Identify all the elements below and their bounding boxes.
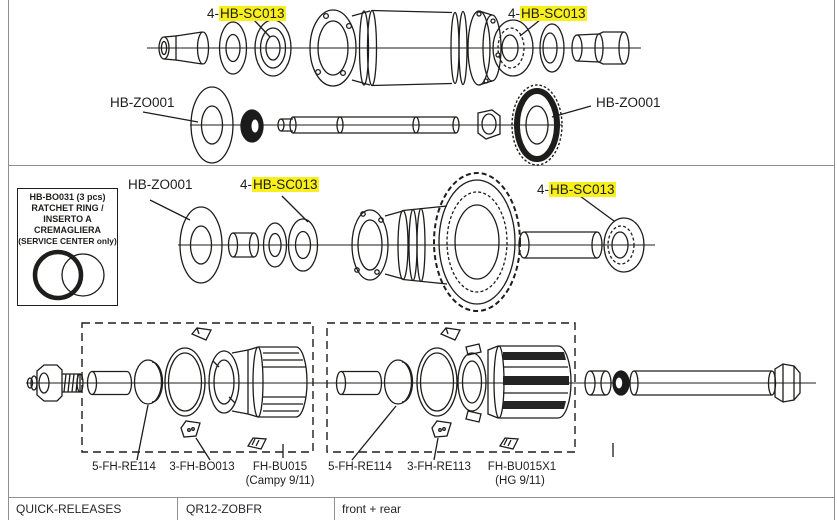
- leader-campy-pawl: [195, 437, 211, 461]
- part-label-campy-body-sub: (Campy 9/11): [245, 475, 315, 487]
- leader-rear-bearing-right: [579, 195, 615, 222]
- part-code-highlighted: HB-SC013: [252, 177, 319, 192]
- part-code-highlighted: HB-SC013: [520, 6, 587, 21]
- ratchet-ring-info-box: HB-BO031 (3 pcs) RATCHET RING / INSERTO …: [17, 188, 118, 306]
- info-box-line2: INSERTO A: [43, 214, 92, 224]
- part-label-rear-bearing-left: 4-HB-SC013: [240, 177, 319, 192]
- info-box-title: HB-BO031 (3 pcs): [29, 192, 106, 202]
- page-frame: [8, 0, 835, 520]
- rear-dust-cap: [179, 206, 223, 284]
- campy-pawl-spring: [246, 437, 268, 450]
- part-label-hg-pawl: 3-FH-RE113: [407, 461, 471, 473]
- rear-hub-body: [351, 172, 521, 312]
- table-cell-code: QR12-ZOBFR: [186, 502, 263, 516]
- part-code-highlighted: HB-SC013: [219, 6, 286, 21]
- part-label-hg-body: FH-BU015X1: [487, 461, 557, 473]
- part-label-front-bearing-right: 4-HB-SC013: [508, 6, 587, 21]
- part-label-campy-seal: 5-FH-RE114: [92, 461, 156, 473]
- rear-spacer-cylinder: [227, 232, 260, 258]
- leader-rear-dustcap: [149, 199, 191, 221]
- rear-spacer-ring: [584, 370, 612, 396]
- part-label-campy-pawl: 3-FH-BO013: [169, 461, 235, 473]
- part-label-rear-bearing-right: 4-HB-SC013: [537, 182, 616, 197]
- part-label-hg-seal: 5-FH-RE114: [328, 461, 392, 473]
- part-label-campy-body: FH-BU015: [252, 461, 308, 473]
- campy-seal: [133, 359, 164, 405]
- hg-freehub-body: [457, 343, 572, 423]
- front-hub-bearing-row: [147, 9, 641, 87]
- leader-hg-pawl: [433, 437, 439, 461]
- leader-front-dustcap-right: [551, 105, 592, 118]
- rear-axle-tube: [518, 231, 603, 259]
- part-prefix: 4-: [207, 6, 220, 21]
- leader-front-dustcap-left: [142, 111, 199, 123]
- leader-front-bearing-right: [519, 19, 541, 37]
- hg-seal-ring: [416, 347, 458, 417]
- hg-pawl-spring: [498, 437, 520, 450]
- leader-rear-bearing-left: [281, 195, 309, 223]
- hg-freehub-box: [326, 322, 576, 453]
- hg-pawl-top: [439, 327, 461, 341]
- front-washer-right: [539, 23, 565, 73]
- front-dust-cap-left: [190, 86, 234, 164]
- campy-seal-ring: [164, 347, 206, 417]
- campy-pawl-top: [190, 327, 212, 341]
- table-cell-category: QUICK-RELEASES: [16, 502, 122, 516]
- campy-freehub-body: [208, 346, 308, 418]
- leader-front-bearing-left: [253, 19, 271, 38]
- part-code-highlighted: HB-SC013: [549, 182, 616, 197]
- part-prefix: 4-: [508, 6, 521, 21]
- front-end-cap-left: [158, 31, 210, 65]
- front-hub-axle-row: [142, 84, 592, 166]
- part-label-rear-dustcap: HB-ZO001: [128, 177, 193, 192]
- front-washer-left: [218, 21, 248, 75]
- rear-bearing-right: [603, 217, 645, 273]
- front-serrated-washer: [511, 84, 563, 166]
- front-axle-nut: [477, 109, 501, 140]
- part-label-hg-body-sub: (HG 9/11): [495, 475, 545, 487]
- freehub-row: [26, 322, 816, 461]
- part-label-front-dustcap-right: HB-ZO001: [596, 95, 661, 110]
- hg-pawl-bottom: [431, 420, 452, 438]
- hg-spacer: [335, 370, 383, 396]
- front-axle: [277, 116, 460, 134]
- front-bearing-right: [492, 19, 534, 77]
- ratchet-rings: [32, 249, 105, 301]
- part-prefix: 4-: [537, 182, 550, 197]
- rear-axle: [629, 363, 816, 403]
- rear-bearing-left: [262, 218, 319, 272]
- front-hub-body: [309, 9, 502, 87]
- qr-end-bolt: [26, 364, 84, 402]
- table-cell-note: front + rear: [342, 502, 402, 516]
- leader-campy-seal: [136, 404, 149, 461]
- campy-pawl-bottom: [180, 420, 201, 438]
- part-prefix: 4-: [240, 177, 253, 192]
- part-label-front-bearing-left: 4-HB-SC013: [207, 6, 286, 21]
- knurled-lock-nut: [612, 370, 630, 396]
- leader-hg-seal: [351, 405, 397, 461]
- info-box-line3: CREMAGLIERA: [34, 225, 101, 235]
- info-box-line4: (SERVICE CENTER only): [18, 236, 117, 246]
- rear-hub-row: [32, 172, 655, 312]
- front-cone-nut: [240, 109, 264, 143]
- front-end-cap-right: [571, 31, 630, 65]
- hg-seal: [383, 359, 414, 405]
- campy-spacer: [86, 370, 133, 396]
- part-label-front-dustcap-left: HB-ZO001: [110, 95, 175, 110]
- info-box-line1: RATCHET RING /: [31, 203, 104, 213]
